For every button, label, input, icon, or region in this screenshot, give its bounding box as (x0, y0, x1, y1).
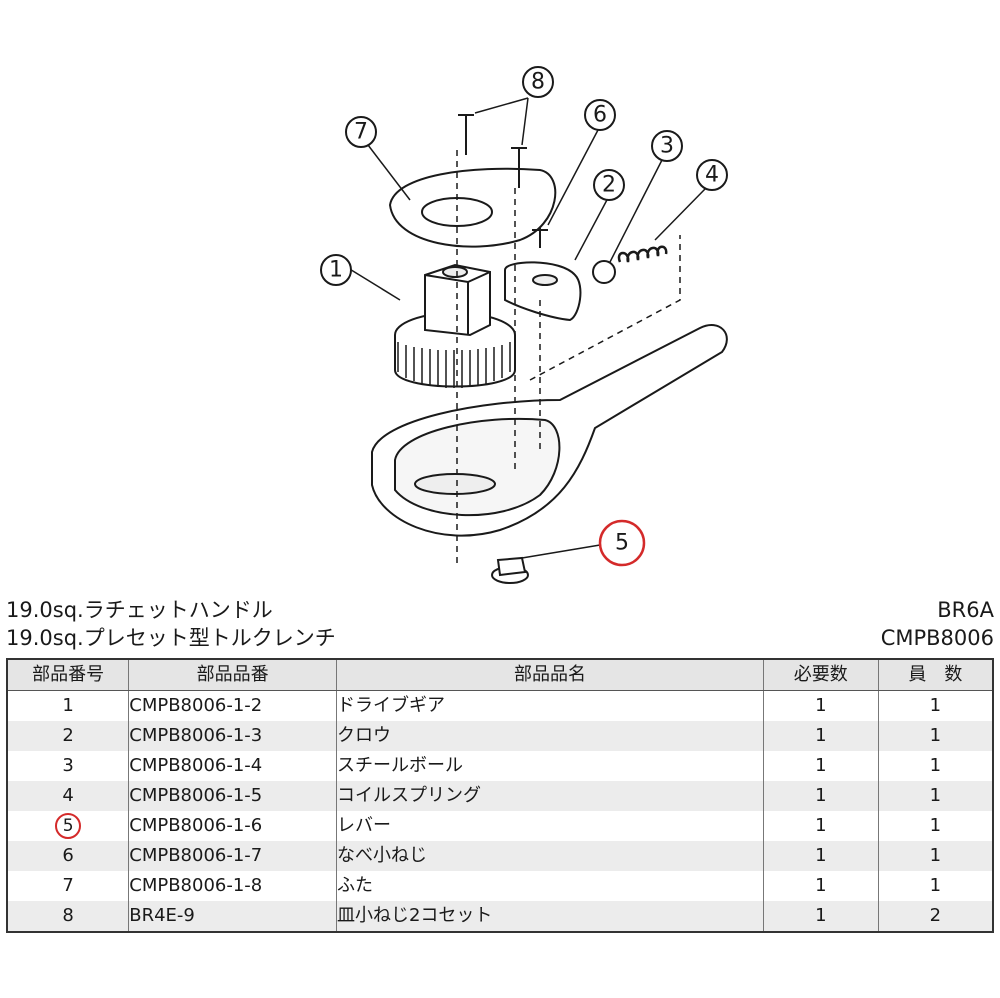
cell-req: 1 (762, 871, 879, 901)
cell-part: CMPB8006-1-5 (128, 781, 337, 811)
callout-label-4: 4 (705, 163, 719, 188)
cell-no: 8 (6, 901, 130, 932)
cell-no: 3 (6, 751, 130, 781)
cell-no: 1 (6, 690, 130, 721)
drive-gear-teeth (397, 342, 511, 388)
highlight-circle-5: 5 (55, 813, 82, 839)
product-titles: 19.0sq.ラチェットハンドル BR6A 19.0sq.プレセット型トルクレン… (6, 596, 994, 656)
cell-qty: 1 (877, 690, 994, 721)
header-part-name: 部品品名 (335, 659, 764, 691)
cell-name: なべ小ねじ (335, 841, 764, 871)
table-row: 5 CMPB8006-1-6 レバー 1 1 (6, 811, 994, 841)
cell-name: コイルスプリング (335, 781, 764, 811)
cell-qty: 1 (877, 751, 994, 781)
steel-ball (592, 260, 616, 284)
table-row: 6 CMPB8006-1-7 なべ小ねじ 1 1 (6, 841, 994, 871)
cell-part: CMPB8006-1-4 (128, 751, 337, 781)
cell-name: スチールボール (335, 751, 764, 781)
cell-name: 皿小ねじ2コセット (335, 901, 764, 932)
header-required-qty: 必要数 (762, 659, 879, 691)
cell-req: 1 (762, 751, 879, 781)
cell-part: CMPB8006-1-2 (128, 690, 337, 721)
product-code-torque-wrench: CMPB8006 (880, 626, 994, 650)
callout-label-2: 2 (602, 173, 616, 198)
callout-circle-7 (345, 116, 377, 148)
cell-no: 2 (6, 721, 130, 751)
table-row: 1 CMPB8006-1-2 ドライブギア 1 1 (6, 690, 994, 721)
cell-part: CMPB8006-1-7 (128, 841, 337, 871)
callout-circle-6 (584, 99, 616, 131)
product-code-ratchet: BR6A (937, 598, 994, 622)
pan-screw (532, 228, 548, 248)
cell-qty: 1 (877, 811, 994, 841)
cell-part: CMPB8006-1-6 (128, 811, 337, 841)
cell-part: CMPB8006-1-3 (128, 721, 337, 751)
cell-no: 7 (6, 871, 130, 901)
square-drive (424, 263, 491, 337)
cell-no: 6 (6, 841, 130, 871)
title-row-1: 19.0sq.ラチェットハンドル BR6A (6, 596, 994, 626)
cell-req: 1 (762, 690, 879, 721)
cell-req: 1 (762, 721, 879, 751)
cell-no: 5 (6, 811, 130, 841)
parts-table: 部品番号 部品品番 部品品名 必要数 員 数 1 CMPB8006-1-2 ドラ… (6, 658, 994, 933)
flat-screw-right (511, 147, 527, 188)
cell-req: 1 (762, 811, 879, 841)
product-title-ratchet: 19.0sq.ラチェットハンドル (6, 598, 273, 622)
header-quantity: 員 数 (877, 659, 994, 691)
cell-no: 4 (6, 781, 130, 811)
callout-circle-5 (598, 519, 646, 567)
cell-name: レバー (335, 811, 764, 841)
table-row: 4 CMPB8006-1-5 コイルスプリング 1 1 (6, 781, 994, 811)
callout-circle-8 (522, 66, 554, 98)
callout-label-8: 8 (531, 70, 545, 95)
table-row: 2 CMPB8006-1-3 クロウ 1 1 (6, 721, 994, 751)
cell-part: CMPB8006-1-8 (128, 871, 337, 901)
exploded-parts-diagram: 1 2 3 4 5 6 7 8 (320, 66, 728, 584)
cell-qty: 1 (877, 841, 994, 871)
callout-label-1: 1 (329, 258, 343, 283)
callout-label-3: 3 (660, 134, 674, 159)
coil-spring (617, 245, 668, 263)
callout-label-7: 7 (354, 120, 368, 145)
table-row: 3 CMPB8006-1-4 スチールボール 1 1 (6, 751, 994, 781)
cell-name: ドライブギア (335, 690, 764, 721)
cell-name: クロウ (335, 721, 764, 751)
header-part-code: 部品品番 (128, 659, 337, 691)
cell-qty: 1 (877, 871, 994, 901)
callout-circle-2 (593, 169, 625, 201)
table-row: 7 CMPB8006-1-8 ふた 1 1 (6, 871, 994, 901)
cell-req: 1 (762, 901, 879, 932)
cell-name: ふた (335, 871, 764, 901)
flat-screw-left (458, 114, 474, 155)
header-part-number: 部品番号 (6, 659, 130, 691)
callout-circle-1 (320, 254, 352, 286)
table-row: 8 BR4E-9 皿小ねじ2コセット 1 2 (6, 901, 994, 932)
product-title-torque-wrench: 19.0sq.プレセット型トルクレンチ (6, 626, 336, 650)
cell-qty: 1 (877, 781, 994, 811)
drive-gear-body (394, 335, 516, 388)
cell-qty: 1 (877, 721, 994, 751)
cell-req: 1 (762, 841, 879, 871)
table-header-row: 部品番号 部品品番 部品品名 必要数 員 数 (6, 659, 994, 691)
cell-qty: 2 (877, 901, 994, 932)
callout-circle-3 (651, 130, 683, 162)
title-row-2: 19.0sq.プレセット型トルクレンチ CMPB8006 (6, 624, 994, 654)
callout-label-5: 5 (615, 531, 629, 556)
cell-part: BR4E-9 (128, 901, 337, 932)
wrench-bore (414, 473, 496, 495)
claw-pawl (504, 261, 582, 322)
cell-req: 1 (762, 781, 879, 811)
callout-label-6: 6 (593, 103, 607, 128)
callout-circle-4 (696, 159, 728, 191)
